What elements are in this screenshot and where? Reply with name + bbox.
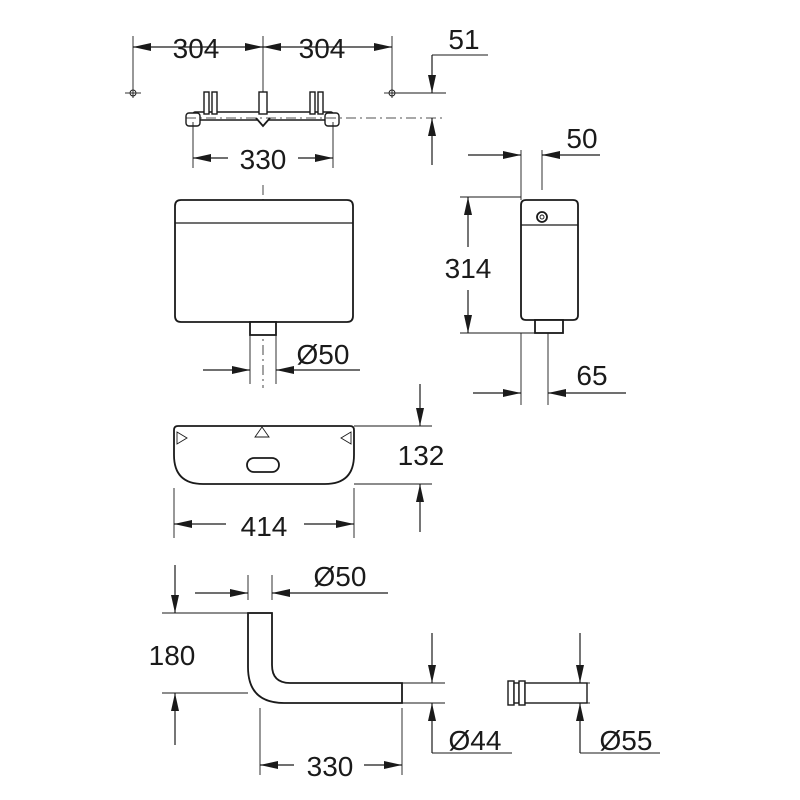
dim-outlet-diameter: Ø50 [297,339,350,370]
mounting-hole-left [125,89,141,97]
wall-bracket [185,91,340,128]
dim-bend-length: 330 [307,751,354,782]
dim-bend-inlet-diameter: Ø50 [314,561,367,592]
cistern-side-view: 50 314 65 [445,123,626,405]
dim-cistern-thickness: 132 [398,440,445,471]
wall-bracket-view: 304 304 51 330 [125,24,488,175]
dim-connector-diameter: Ø55 [600,725,653,756]
connector-sleeve [507,680,588,706]
dim-cistern-depth: 50 [566,123,597,154]
dim-outlet-offset: 65 [576,360,607,391]
dim-bend-height: 180 [149,640,196,671]
flush-bend-pipe [247,612,403,704]
connector-view: Ø55 [507,633,660,756]
flush-outlet [249,321,277,336]
flush-button [246,457,280,473]
dim-bracket-depth: 51 [448,24,479,55]
dim-bracket-right-offset: 304 [299,33,346,64]
cistern-front-view: Ø50 [174,185,360,388]
dim-bracket-left-offset: 304 [173,33,220,64]
dim-cistern-height: 314 [445,253,492,284]
cistern-top-view: 132 414 [173,384,445,542]
inlet-valve [536,211,548,223]
dim-bracket-width: 330 [240,144,287,175]
flush-bend-view: Ø50 180 330 Ø44 [149,561,512,782]
side-outlet [534,319,564,334]
dim-bend-outlet-diameter: Ø44 [449,725,502,756]
dim-cistern-width: 414 [241,511,288,542]
